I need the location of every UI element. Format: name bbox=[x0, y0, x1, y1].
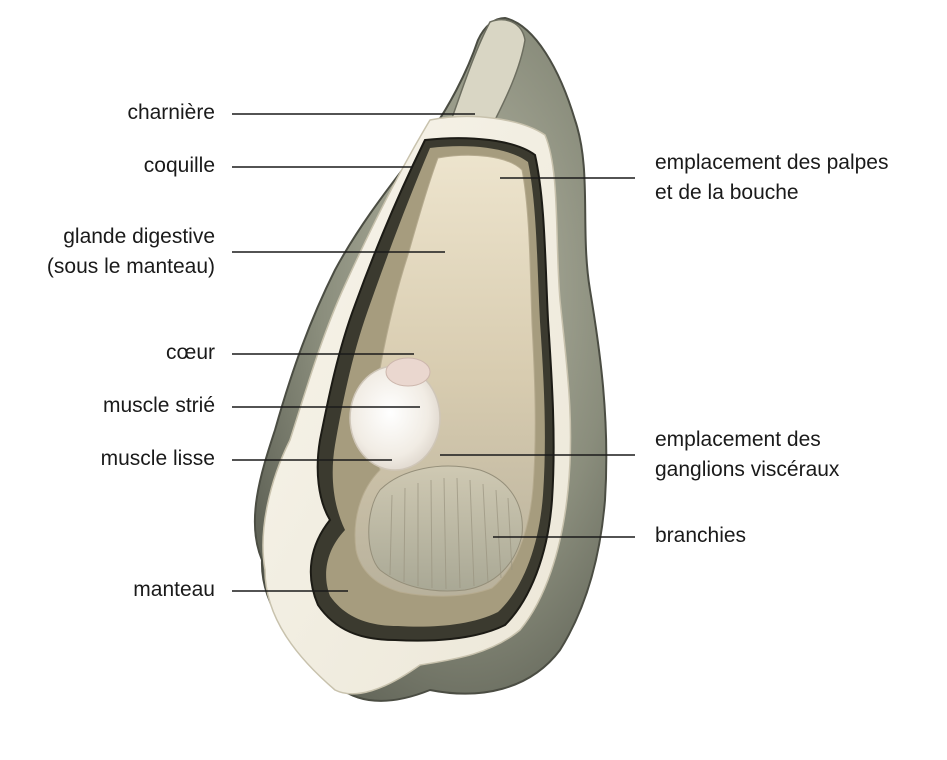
label-branchies: branchies bbox=[655, 521, 746, 551]
label-coquille: coquille bbox=[144, 151, 215, 181]
label-muscle-strie: muscle strié bbox=[103, 391, 215, 421]
label-muscle-lisse: muscle lisse bbox=[101, 444, 215, 474]
label-manteau: manteau bbox=[133, 575, 215, 605]
heart bbox=[386, 358, 430, 386]
label-coeur: cœur bbox=[166, 338, 215, 368]
label-glande-digestive: glande digestive (sous le manteau) bbox=[47, 222, 215, 282]
label-ganglions: emplacement des ganglions viscéraux bbox=[655, 425, 839, 485]
label-charniere: charnière bbox=[127, 98, 215, 128]
label-palpes-bouche: emplacement des palpes et de la bouche bbox=[655, 148, 888, 208]
